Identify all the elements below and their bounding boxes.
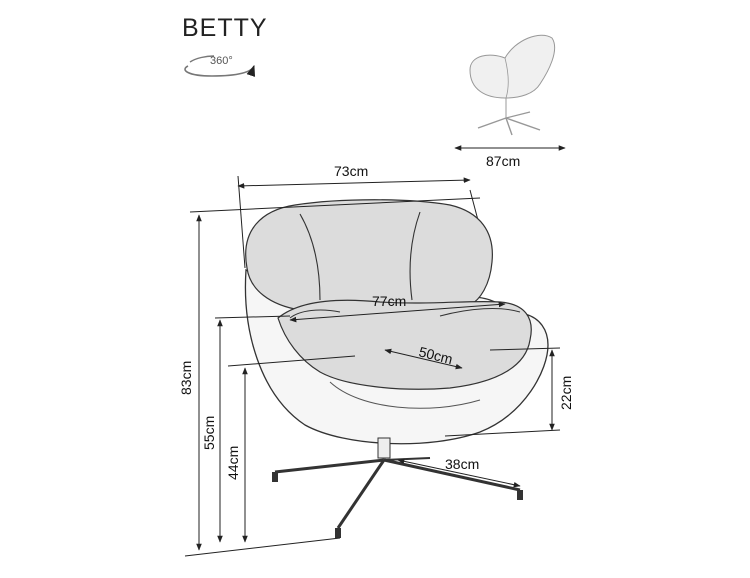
armrest-height-label: 22cm — [558, 376, 574, 410]
armrest-extension-bottom — [444, 429, 561, 437]
seat-max-extension — [214, 315, 291, 319]
side-view-thumbnail — [469, 34, 556, 136]
total-height-extension-bottom — [184, 537, 341, 557]
base-radius-label: 38cm — [445, 456, 479, 472]
base-radius-arrow — [397, 458, 521, 488]
top-width-extension-left — [237, 175, 246, 269]
seat-depth-arrow — [384, 348, 463, 370]
top-width-arrow — [237, 177, 471, 189]
seat-min-extension — [227, 355, 356, 367]
armrest-extension-top — [489, 347, 561, 351]
top-width-label: 73cm — [334, 163, 368, 179]
rotation-360-icon: 360° — [184, 55, 256, 77]
chair-front-view — [244, 199, 549, 538]
seat-width-label: 77cm — [372, 293, 406, 309]
seat-height-max-label: 55cm — [201, 416, 217, 450]
product-name: BETTY — [182, 14, 268, 42]
total-height-label: 83cm — [178, 361, 194, 395]
seat-width-arrow — [289, 301, 506, 323]
total-height-extension-top — [189, 197, 481, 213]
rotation-label: 360° — [210, 55, 233, 67]
depth-label: 87cm — [486, 153, 520, 169]
seat-height-min-label: 44cm — [225, 446, 241, 480]
